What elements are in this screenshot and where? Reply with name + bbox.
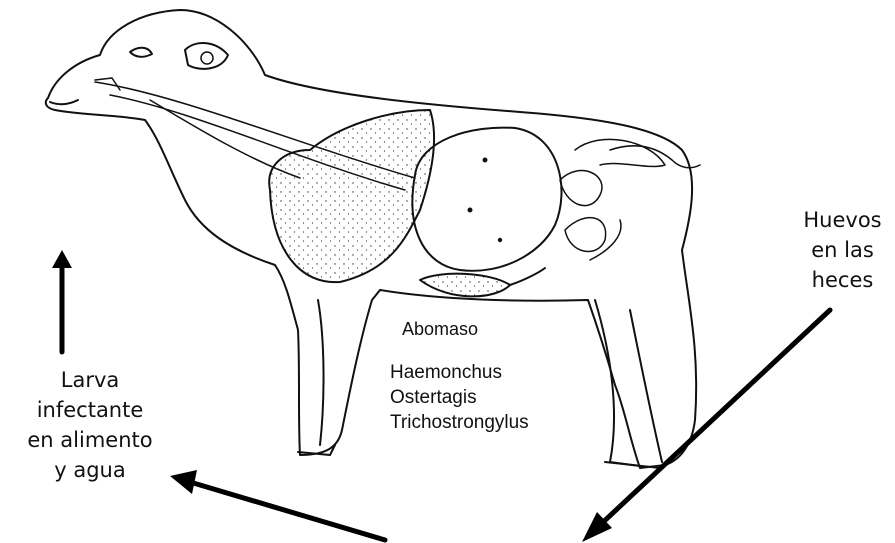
abomasum-tail — [510, 268, 545, 285]
lung — [269, 110, 434, 282]
larva-arrow-shaft — [190, 482, 385, 540]
abomasum — [420, 274, 510, 297]
intestine-2 — [565, 218, 606, 252]
rumen — [412, 128, 561, 271]
eggs-arrow-shaft — [600, 310, 830, 525]
eggs-label-line: Huevos — [790, 205, 895, 235]
ear — [185, 43, 228, 69]
organ-label: Abomaso — [402, 318, 478, 340]
mouth — [50, 100, 78, 104]
larva-label: Larva infectante en alimento y agua — [0, 365, 180, 485]
larva-label-line: y agua — [0, 455, 180, 485]
eye — [130, 48, 152, 57]
larva-label-line: en alimento — [0, 425, 180, 455]
larva-label-line: Larva — [0, 365, 180, 395]
hind-hoof — [605, 462, 660, 468]
upward-arrow-head — [52, 250, 72, 268]
front-leg-line — [318, 300, 324, 445]
larva-label-line: infectante — [0, 395, 180, 425]
intestine-1 — [560, 171, 602, 206]
parasite-name: Ostertagis — [390, 385, 529, 410]
intestine-3 — [575, 139, 665, 166]
eggs-label: Huevos en las heces — [790, 205, 895, 295]
ear-inner — [201, 52, 213, 64]
parasite-list: Haemonchus Ostertagis Trichostrongylus — [390, 360, 529, 435]
eggs-label-line: en las — [790, 235, 895, 265]
parasite-name: Haemonchus — [390, 360, 529, 385]
hind-leg-line — [630, 310, 662, 462]
parasite-name: Trichostrongylus — [390, 410, 529, 435]
eggs-label-line: heces — [790, 265, 895, 295]
